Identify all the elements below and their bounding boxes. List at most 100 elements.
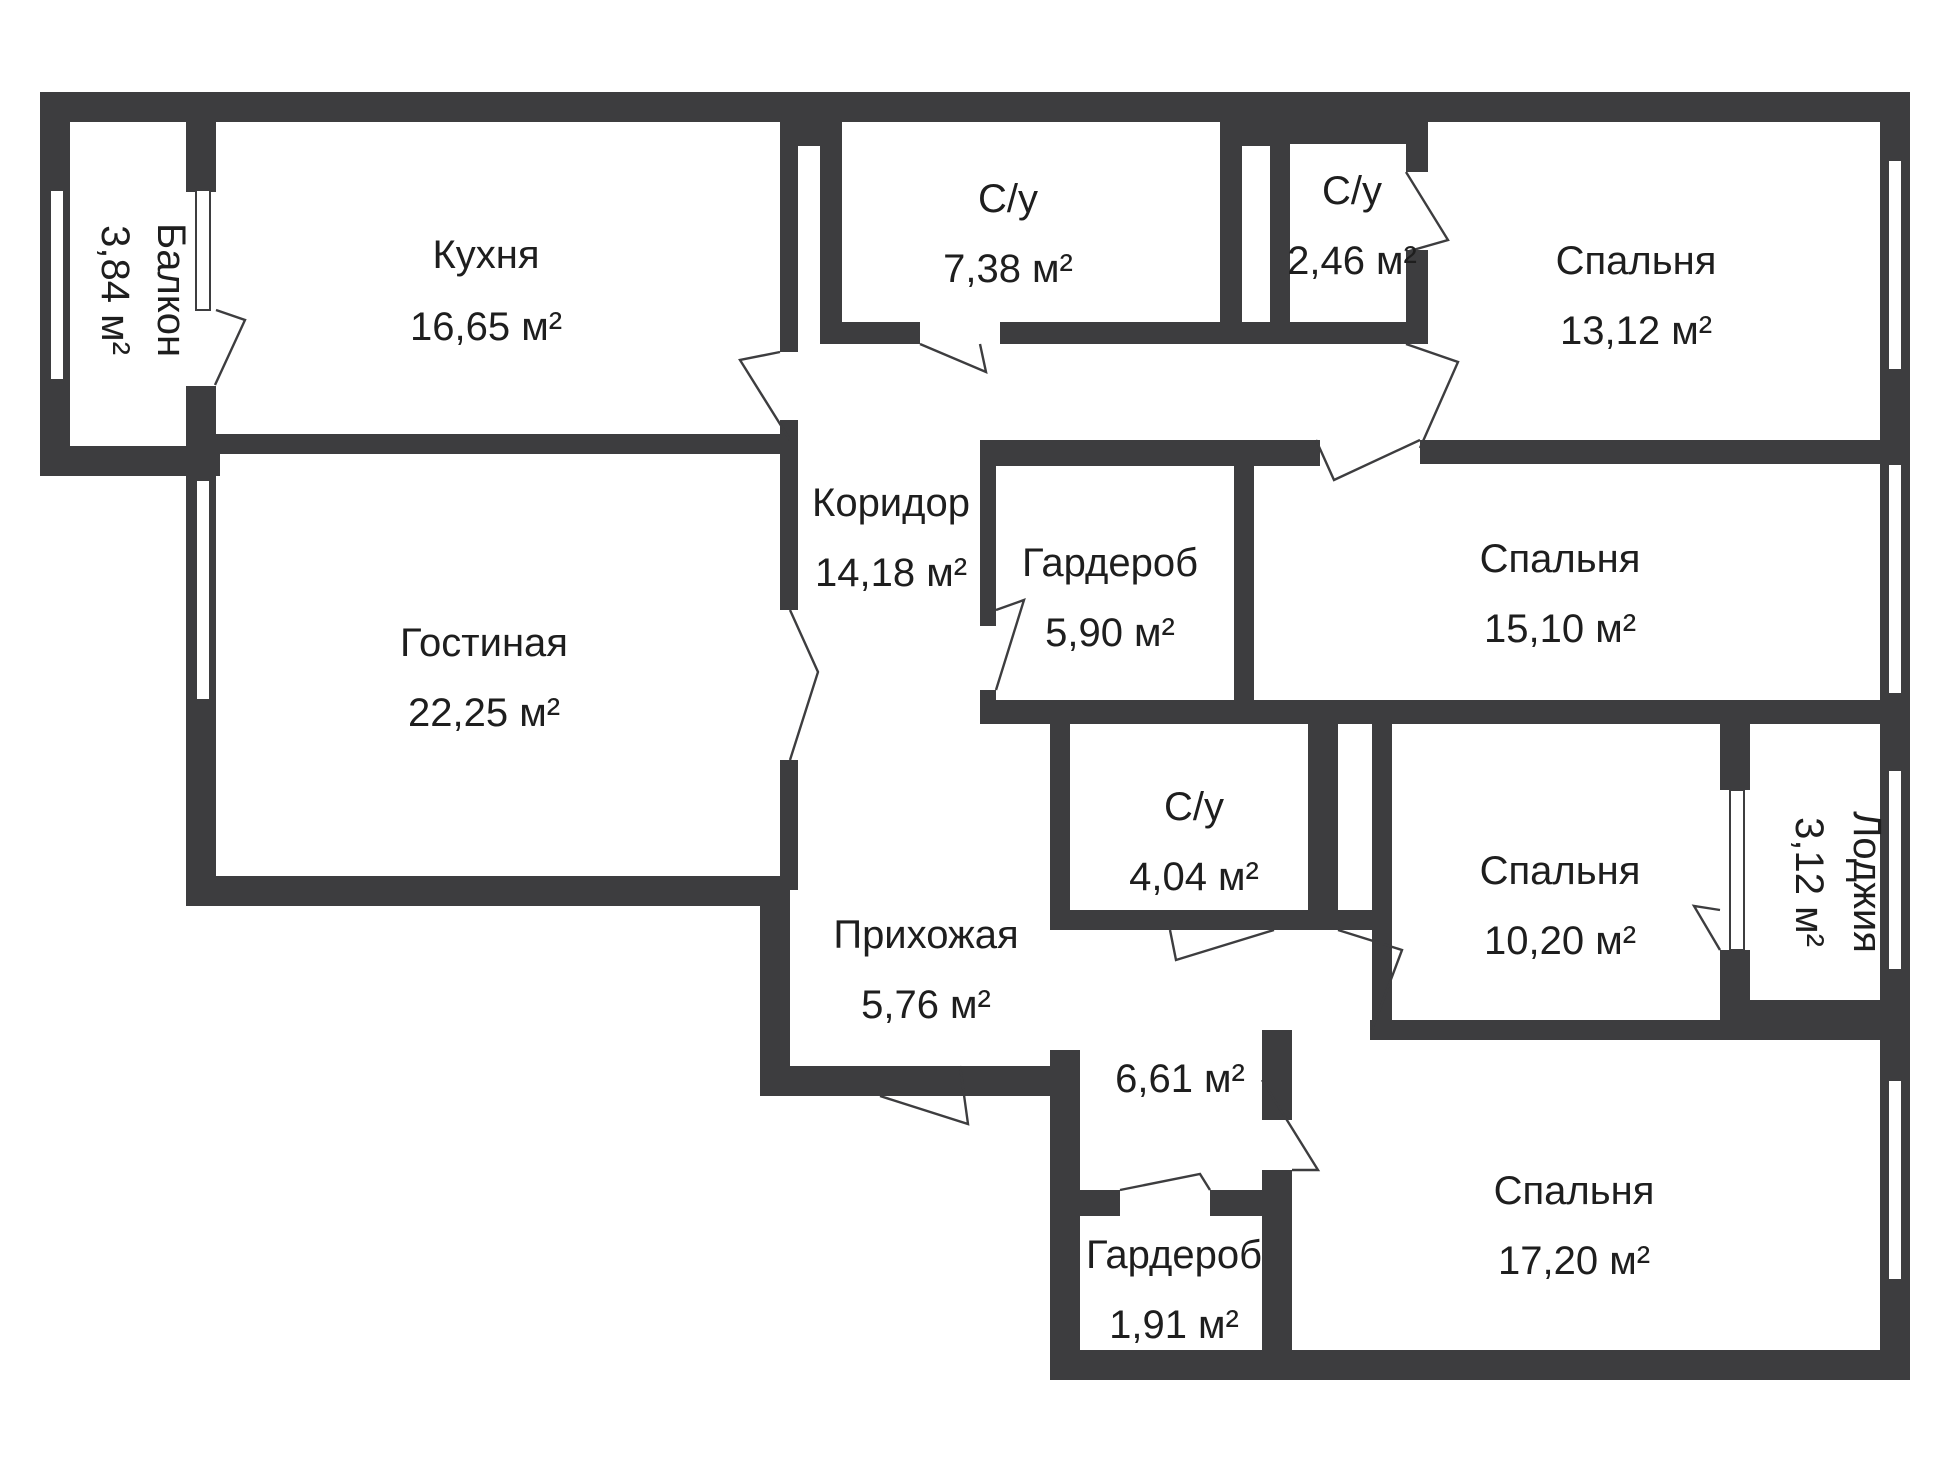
room-area: 22,25 м²	[408, 691, 560, 735]
wall-segment	[1210, 1190, 1272, 1216]
wall-segment	[1308, 724, 1338, 930]
room-name: С/у	[1322, 169, 1382, 213]
wall-segment	[1720, 700, 1750, 790]
room-wardrobe-1: Гардероб 5,90 м²	[1022, 541, 1198, 655]
room-corridor: Коридор 14,18 м²	[812, 481, 970, 595]
window	[1887, 769, 1903, 971]
room-area: 7,38 м²	[943, 247, 1073, 291]
room-name: С/у	[1164, 785, 1224, 829]
wall-segment	[1720, 950, 1750, 1030]
wall-segment	[186, 434, 786, 454]
room-balcony: Балкон 3,84 м²	[93, 223, 193, 357]
wall-segment	[1750, 1000, 1910, 1030]
door-swing	[879, 1065, 970, 1126]
wall-segment	[1220, 122, 1242, 344]
window	[195, 189, 211, 311]
room-name: Гостиная	[400, 621, 568, 665]
door-swing	[1314, 438, 1421, 482]
room-area: 17,20 м²	[1498, 1239, 1650, 1283]
room-area: 15,10 м²	[1484, 607, 1636, 651]
doors	[213, 171, 1722, 1192]
room-name: Кухня	[432, 233, 539, 277]
room-hall-extra: 6,61 м²	[1115, 1057, 1245, 1101]
door-swing	[1337, 928, 1404, 1031]
wall-segment	[980, 700, 1320, 724]
room-bath-3: С/у 4,04 м²	[1129, 785, 1259, 899]
window	[1887, 463, 1903, 695]
room-bedroom-1: Спальня 13,12 м²	[1556, 239, 1717, 353]
room-area: 1,91 м²	[1109, 1303, 1239, 1347]
room-bedroom-4: Спальня 17,20 м²	[1494, 1169, 1655, 1283]
room-area: 10,20 м²	[1484, 919, 1636, 963]
wall-segment	[1406, 250, 1428, 344]
room-area: 16,65 м²	[410, 305, 562, 349]
wall-segment	[1316, 700, 1910, 724]
wall-segment	[1080, 1190, 1120, 1216]
room-area: 14,18 м²	[815, 551, 967, 595]
room-name: С/у	[978, 177, 1038, 221]
wall-segment	[1050, 1050, 1080, 1380]
door-swing	[919, 342, 988, 375]
room-name: Гардероб	[1022, 541, 1198, 585]
wall-segment	[1406, 122, 1428, 172]
room-area: 4,04 м²	[1129, 855, 1259, 899]
door-swing	[738, 350, 792, 441]
wall-segment	[1270, 122, 1290, 344]
door-swing	[1168, 928, 1275, 962]
window	[1887, 1079, 1903, 1281]
door-swing	[1260, 1079, 1321, 1172]
room-name: Прихожая	[833, 913, 1018, 957]
window	[1887, 159, 1903, 371]
room-bath-1: С/у 7,38 м²	[943, 177, 1073, 291]
door-swing	[1405, 342, 1460, 449]
wall-segment	[1290, 122, 1426, 144]
wall-segment	[760, 1066, 1080, 1096]
room-loggia: Лоджия 3,12 м²	[1787, 811, 1889, 953]
room-name: Балкон	[149, 223, 193, 357]
wall-segment	[1420, 440, 1910, 464]
wall-segment	[1242, 122, 1272, 146]
room-wardrobe-2: Гардероб 1,91 м²	[1086, 1233, 1262, 1347]
wall-segment	[1234, 466, 1254, 700]
room-area: 3,84 м²	[93, 225, 137, 355]
wall-segment	[980, 466, 996, 626]
room-kitchen: Кухня 16,65 м²	[410, 233, 562, 349]
windows	[49, 159, 1903, 1281]
room-area: 6,61 м²	[1115, 1057, 1245, 1101]
room-area: 5,90 м²	[1045, 611, 1175, 655]
wall-segment	[1050, 700, 1070, 930]
wall-segment	[780, 122, 798, 352]
room-living: Гостиная 22,25 м²	[400, 621, 568, 735]
room-name: Спальня	[1556, 239, 1717, 283]
wall-segment	[780, 420, 798, 610]
wall-segment	[1050, 1350, 1910, 1380]
wall-segment	[1050, 910, 1274, 930]
room-bath-2: С/у 2,46 м²	[1287, 169, 1417, 283]
wall-segment	[760, 876, 790, 1096]
room-area: 3,12 м²	[1787, 817, 1831, 947]
room-area: 2,46 м²	[1287, 239, 1417, 283]
wall-segment	[186, 876, 790, 906]
door-swing	[788, 609, 820, 761]
wall-segment	[40, 92, 1910, 122]
room-hallway: Прихожая 5,76 м²	[833, 913, 1018, 1027]
room-bedroom-3: Спальня 10,20 м²	[1480, 849, 1641, 963]
wall-segment	[1000, 322, 1406, 344]
door-swing	[1691, 904, 1722, 951]
window	[195, 479, 211, 701]
door-swing	[1119, 1172, 1212, 1192]
wall-segment	[820, 122, 842, 344]
wall-segment	[186, 92, 216, 192]
room-bedroom-2: Спальня 15,10 м²	[1480, 537, 1641, 651]
room-name: Спальня	[1480, 849, 1641, 893]
wall-segment	[1262, 1030, 1292, 1120]
wall-segment	[780, 760, 798, 890]
door-swing	[1404, 171, 1450, 254]
room-name: Спальня	[1480, 537, 1641, 581]
walls	[40, 92, 1910, 1380]
room-name: Лоджия	[1845, 811, 1889, 953]
door-swing	[994, 598, 1026, 691]
room-name: Спальня	[1494, 1169, 1655, 1213]
wall-segment	[840, 322, 920, 344]
